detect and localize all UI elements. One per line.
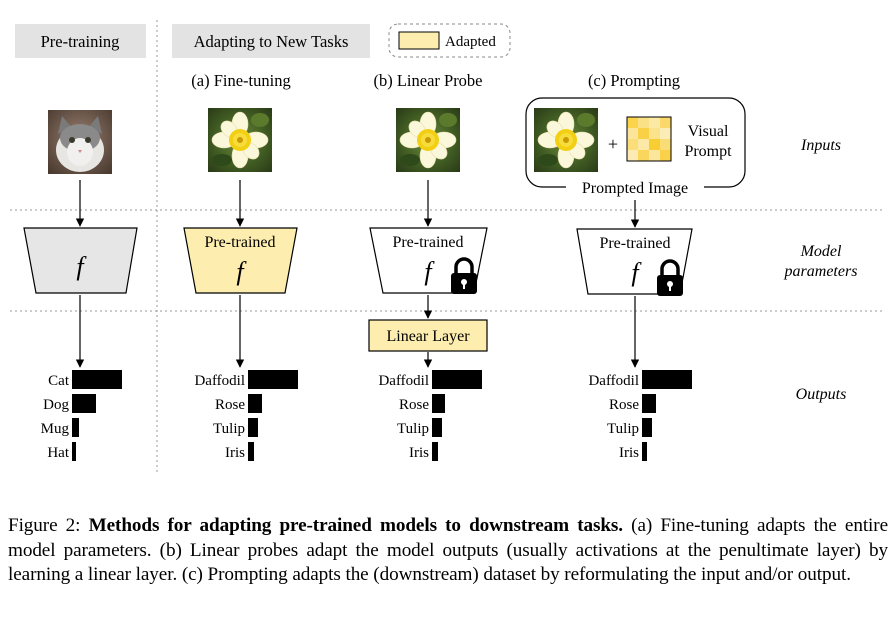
adapting-header-box [172, 24, 370, 58]
row-label-model-1: Model [800, 243, 842, 260]
caption-bold: Methods for adapting pre-trained models … [88, 515, 623, 536]
output-bar [248, 394, 262, 413]
output-bar [432, 394, 445, 413]
daffodil-image-prompting [533, 107, 599, 173]
adapting-header: Adapting to New Tasks [194, 32, 349, 51]
output-bar [72, 370, 122, 389]
output-label: Daffodil [378, 373, 429, 389]
row-label-inputs: Inputs [800, 137, 841, 154]
figure-caption: Figure 2: Methods for adapting pre-train… [8, 514, 888, 588]
caption-prefix: Figure 2: [8, 515, 89, 536]
output-bar [642, 394, 656, 413]
linear-layer-box [368, 319, 488, 352]
output-label: Dog [43, 397, 69, 413]
output-label: Rose [215, 397, 245, 413]
legend-label: Adapted [445, 34, 496, 50]
visual-prompt-label-2: Prompt [684, 143, 732, 160]
cat-image [48, 110, 112, 174]
output-bar [248, 370, 298, 389]
output-bar [72, 418, 79, 437]
visual-prompt-grid [626, 116, 672, 162]
prompted-image-label: Prompted Image [582, 180, 688, 197]
output-label: Hat [47, 445, 69, 461]
pretraining-header-box [15, 24, 146, 58]
model-func-linearprobe: f [424, 257, 435, 286]
output-bar [72, 442, 76, 461]
model-func-prompting: f [631, 258, 642, 287]
output-bar [432, 370, 482, 389]
output-bar [432, 442, 438, 461]
plus-sign: + [608, 134, 618, 154]
output-label: Daffodil [588, 373, 639, 389]
output-bar [248, 442, 254, 461]
output-label: Rose [399, 397, 429, 413]
lock-icon [451, 257, 477, 294]
output-label: Daffodil [194, 373, 245, 389]
daffodil-image-finetuning [207, 107, 273, 173]
output-bar [642, 418, 652, 437]
lock-icon [657, 259, 683, 296]
output-bar [642, 442, 647, 461]
model-pretraining [23, 227, 138, 294]
output-label: Mug [41, 421, 70, 437]
column-linearprobe: (b) Linear Probe [373, 71, 482, 90]
row-label-model-2: parameters [784, 263, 858, 280]
output-label: Cat [48, 373, 70, 389]
column-finetuning: (a) Fine-tuning [191, 71, 290, 90]
model-func-pretraining: f [76, 252, 87, 281]
output-label: Tulip [607, 421, 639, 437]
linear-layer-label: Linear Layer [386, 328, 470, 345]
model-func-finetuning: f [236, 257, 247, 286]
model-finetuning [183, 227, 298, 294]
output-bar [432, 418, 442, 437]
output-bar [72, 394, 96, 413]
column-prompting: (c) Prompting [588, 71, 680, 90]
adaptation-methods-diagram: Pre-training Adapting to New Tasks Adapt… [10, 20, 883, 472]
pretraining-header: Pre-training [41, 32, 120, 51]
output-label: Tulip [397, 421, 429, 437]
visual-prompt-label-1: Visual [688, 123, 729, 140]
output-bar [248, 418, 258, 437]
model-pretrained-label-finetuning: Pre-trained [204, 234, 275, 251]
caption-rest: (a) Fine-tuning adapts the entire model … [8, 515, 888, 585]
model-pretrained-label-prompting: Pre-trained [599, 235, 670, 252]
model-pretrained-label-linearprobe: Pre-trained [392, 234, 463, 251]
output-label: Iris [225, 445, 245, 461]
output-label: Tulip [213, 421, 245, 437]
output-label: Rose [609, 397, 639, 413]
daffodil-image-linearprobe [395, 107, 461, 173]
legend-swatch [398, 31, 440, 50]
row-label-outputs: Outputs [796, 386, 847, 403]
output-bar [642, 370, 692, 389]
output-label: Iris [619, 445, 639, 461]
output-label: Iris [409, 445, 429, 461]
